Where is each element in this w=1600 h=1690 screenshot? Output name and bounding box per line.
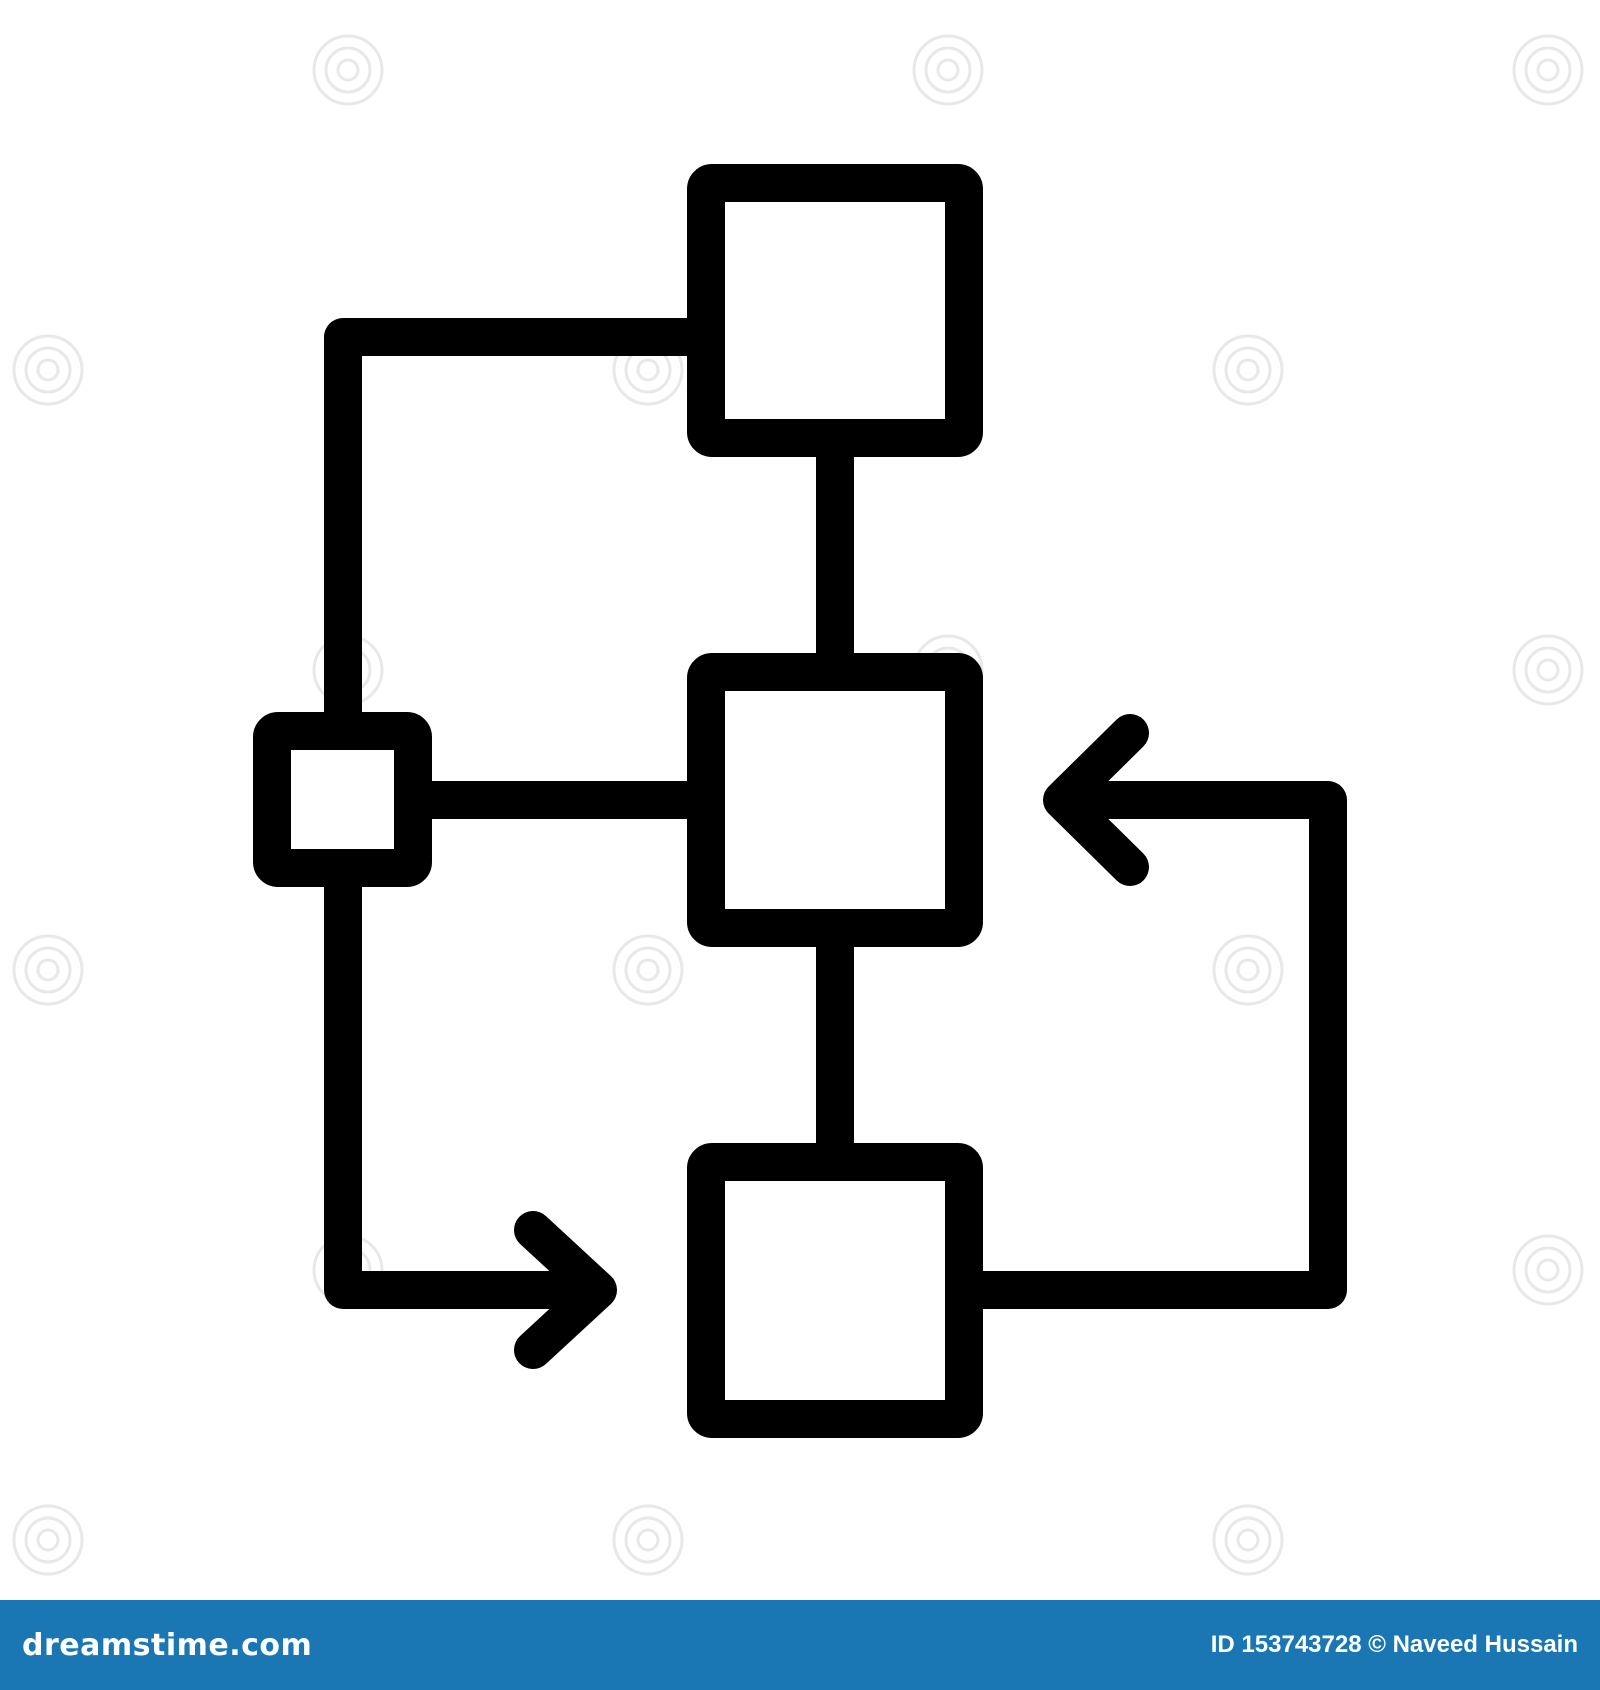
spiral-logo-icon (1212, 934, 1284, 1006)
image-credit: ID 153743728 © Naveed Hussain (1210, 1631, 1578, 1658)
spiral-logo-icon (312, 34, 384, 106)
connectors (324, 318, 1347, 1309)
watermark-layer (12, 34, 1584, 1576)
arrow-small-to-bottom (324, 866, 611, 1309)
connector-top-small (324, 318, 690, 715)
arrow-right-icon (514, 1211, 617, 1369)
spiral-logo-icon (1512, 1234, 1584, 1306)
arrow-bottom-to-middle (961, 781, 1347, 1309)
spiral-logo-icon (612, 934, 684, 1006)
node-bottom-box (687, 1143, 983, 1438)
spiral-logo-icon (1512, 634, 1584, 706)
footer-bar: dreamstime.com ID 153743728 © Naveed Hus… (0, 1600, 1600, 1690)
brand-logo[interactable]: dreamstime.com (22, 1627, 313, 1663)
node-top-box (687, 164, 983, 457)
flowchart-icon (12, 34, 1584, 1576)
arrowheads (514, 714, 1149, 1369)
spiral-logo-icon (612, 1504, 684, 1576)
node-small-left-box (253, 712, 432, 887)
spiral-logo-icon (1212, 1504, 1284, 1576)
spiral-logo-icon (1512, 34, 1584, 106)
node-middle-box (687, 653, 983, 947)
diagram-canvas (12, 34, 1584, 1576)
spiral-logo-icon (12, 334, 84, 406)
spiral-logo-icon (12, 1504, 84, 1576)
spiral-logo-icon (12, 934, 84, 1006)
nodes (253, 164, 983, 1438)
spiral-logo-icon (912, 34, 984, 106)
spiral-logo-icon (1212, 334, 1284, 406)
arrow-left-icon (1043, 714, 1149, 886)
